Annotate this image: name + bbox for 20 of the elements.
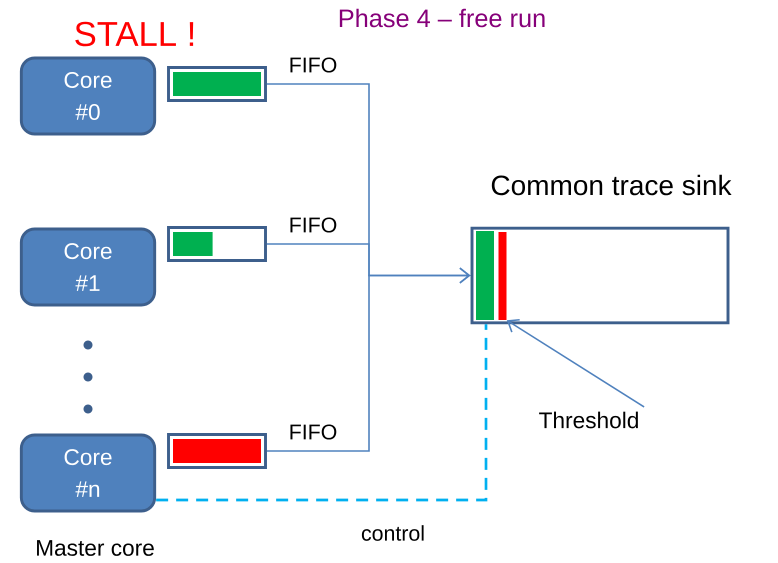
edge-label: FIFO <box>287 56 339 74</box>
stall-label: STALL ! <box>75 22 194 46</box>
core-box: Core #0 <box>20 56 156 136</box>
node-label: Common trace sink <box>492 174 732 196</box>
fifo-buffer <box>167 66 267 102</box>
threshold-bar <box>498 232 506 320</box>
connector <box>156 324 488 502</box>
fifo-buffer <box>167 226 267 262</box>
core-box: Core #n <box>20 434 156 512</box>
arrow <box>266 268 471 452</box>
title: Phase 4 – free run <box>340 8 545 28</box>
edge-label: FIFO <box>287 423 339 441</box>
core-box: Core #1 <box>20 228 156 306</box>
fifo-buffer <box>167 433 267 469</box>
node-label: Master core <box>37 540 154 556</box>
trace-sink-buffer: Common trace sink <box>470 174 732 324</box>
arrow <box>506 318 645 408</box>
threshold-label: Threshold <box>539 412 638 428</box>
edge-label: FIFO <box>287 216 339 234</box>
edge-label: control <box>360 524 426 542</box>
